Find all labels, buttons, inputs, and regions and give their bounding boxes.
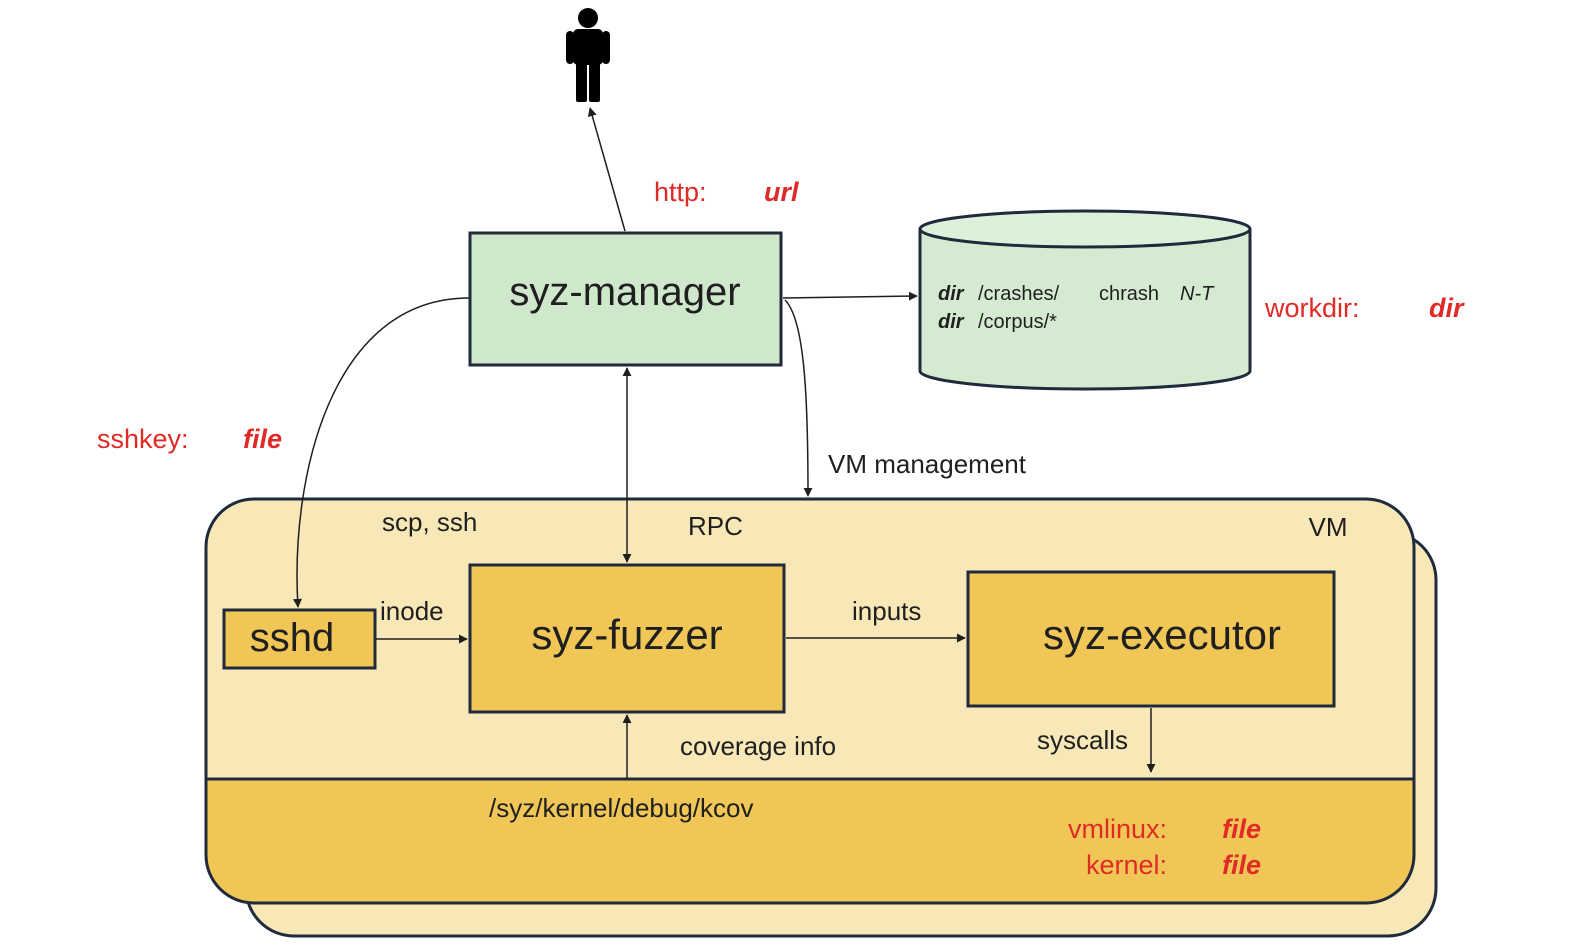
- kernel-config-key: kernel:: [1086, 850, 1167, 880]
- sshkey-config-value: file: [243, 424, 282, 454]
- kcov-path-label: /syz/kernel/debug/kcov: [489, 793, 753, 823]
- workdir-config-key: workdir:: [1264, 293, 1360, 323]
- sshd-box: [222, 608, 377, 670]
- syz-manager-label: syz-manager: [509, 270, 740, 314]
- http-arrow: [587, 107, 626, 232]
- vm-management-arrow: [784, 299, 813, 497]
- kernel-config-value: file: [1222, 850, 1261, 880]
- scp-ssh-label: scp, ssh: [382, 507, 477, 537]
- http-config-value: url: [764, 177, 799, 207]
- db-line2-path: /corpus/*: [978, 311, 1057, 333]
- coverage-info-label: coverage info: [680, 731, 836, 761]
- vm-label: VM: [1309, 512, 1348, 542]
- db-line2-keyword: dir: [938, 311, 965, 333]
- db-line1-italic: N-T: [1180, 283, 1215, 305]
- http-config-key: http:: [654, 177, 707, 207]
- syz-manager-box: [468, 231, 783, 367]
- syz-fuzzer-label: syz-fuzzer: [531, 611, 722, 658]
- inputs-label: inputs: [852, 596, 921, 626]
- user-icon: [566, 8, 610, 102]
- rpc-label: RPC: [688, 511, 743, 541]
- syz-executor-label: syz-executor: [1043, 611, 1281, 658]
- scp-ssh-arrow: [293, 297, 470, 608]
- db-line1-keyword: dir: [938, 283, 965, 305]
- db-line1-path: /crashes/: [978, 283, 1060, 305]
- workdir-config-value: dir: [1429, 293, 1465, 323]
- workdir-database: [918, 209, 1252, 391]
- kernel-band: [206, 779, 1414, 903]
- workdir-arrow: [782, 291, 918, 301]
- sshkey-config-key: sshkey:: [97, 424, 189, 454]
- syscalls-label: syscalls: [1037, 725, 1128, 755]
- db-line1-extra: chrash: [1099, 283, 1159, 305]
- vmlinux-config-value: file: [1222, 814, 1261, 844]
- syz-fuzzer-box: [468, 563, 786, 714]
- syz-executor-box: [966, 570, 1336, 708]
- sshd-label: sshd: [250, 616, 335, 660]
- vm-management-label: VM management: [828, 449, 1027, 479]
- inode-label: inode: [380, 596, 444, 626]
- vmlinux-config-key: vmlinux:: [1068, 814, 1167, 844]
